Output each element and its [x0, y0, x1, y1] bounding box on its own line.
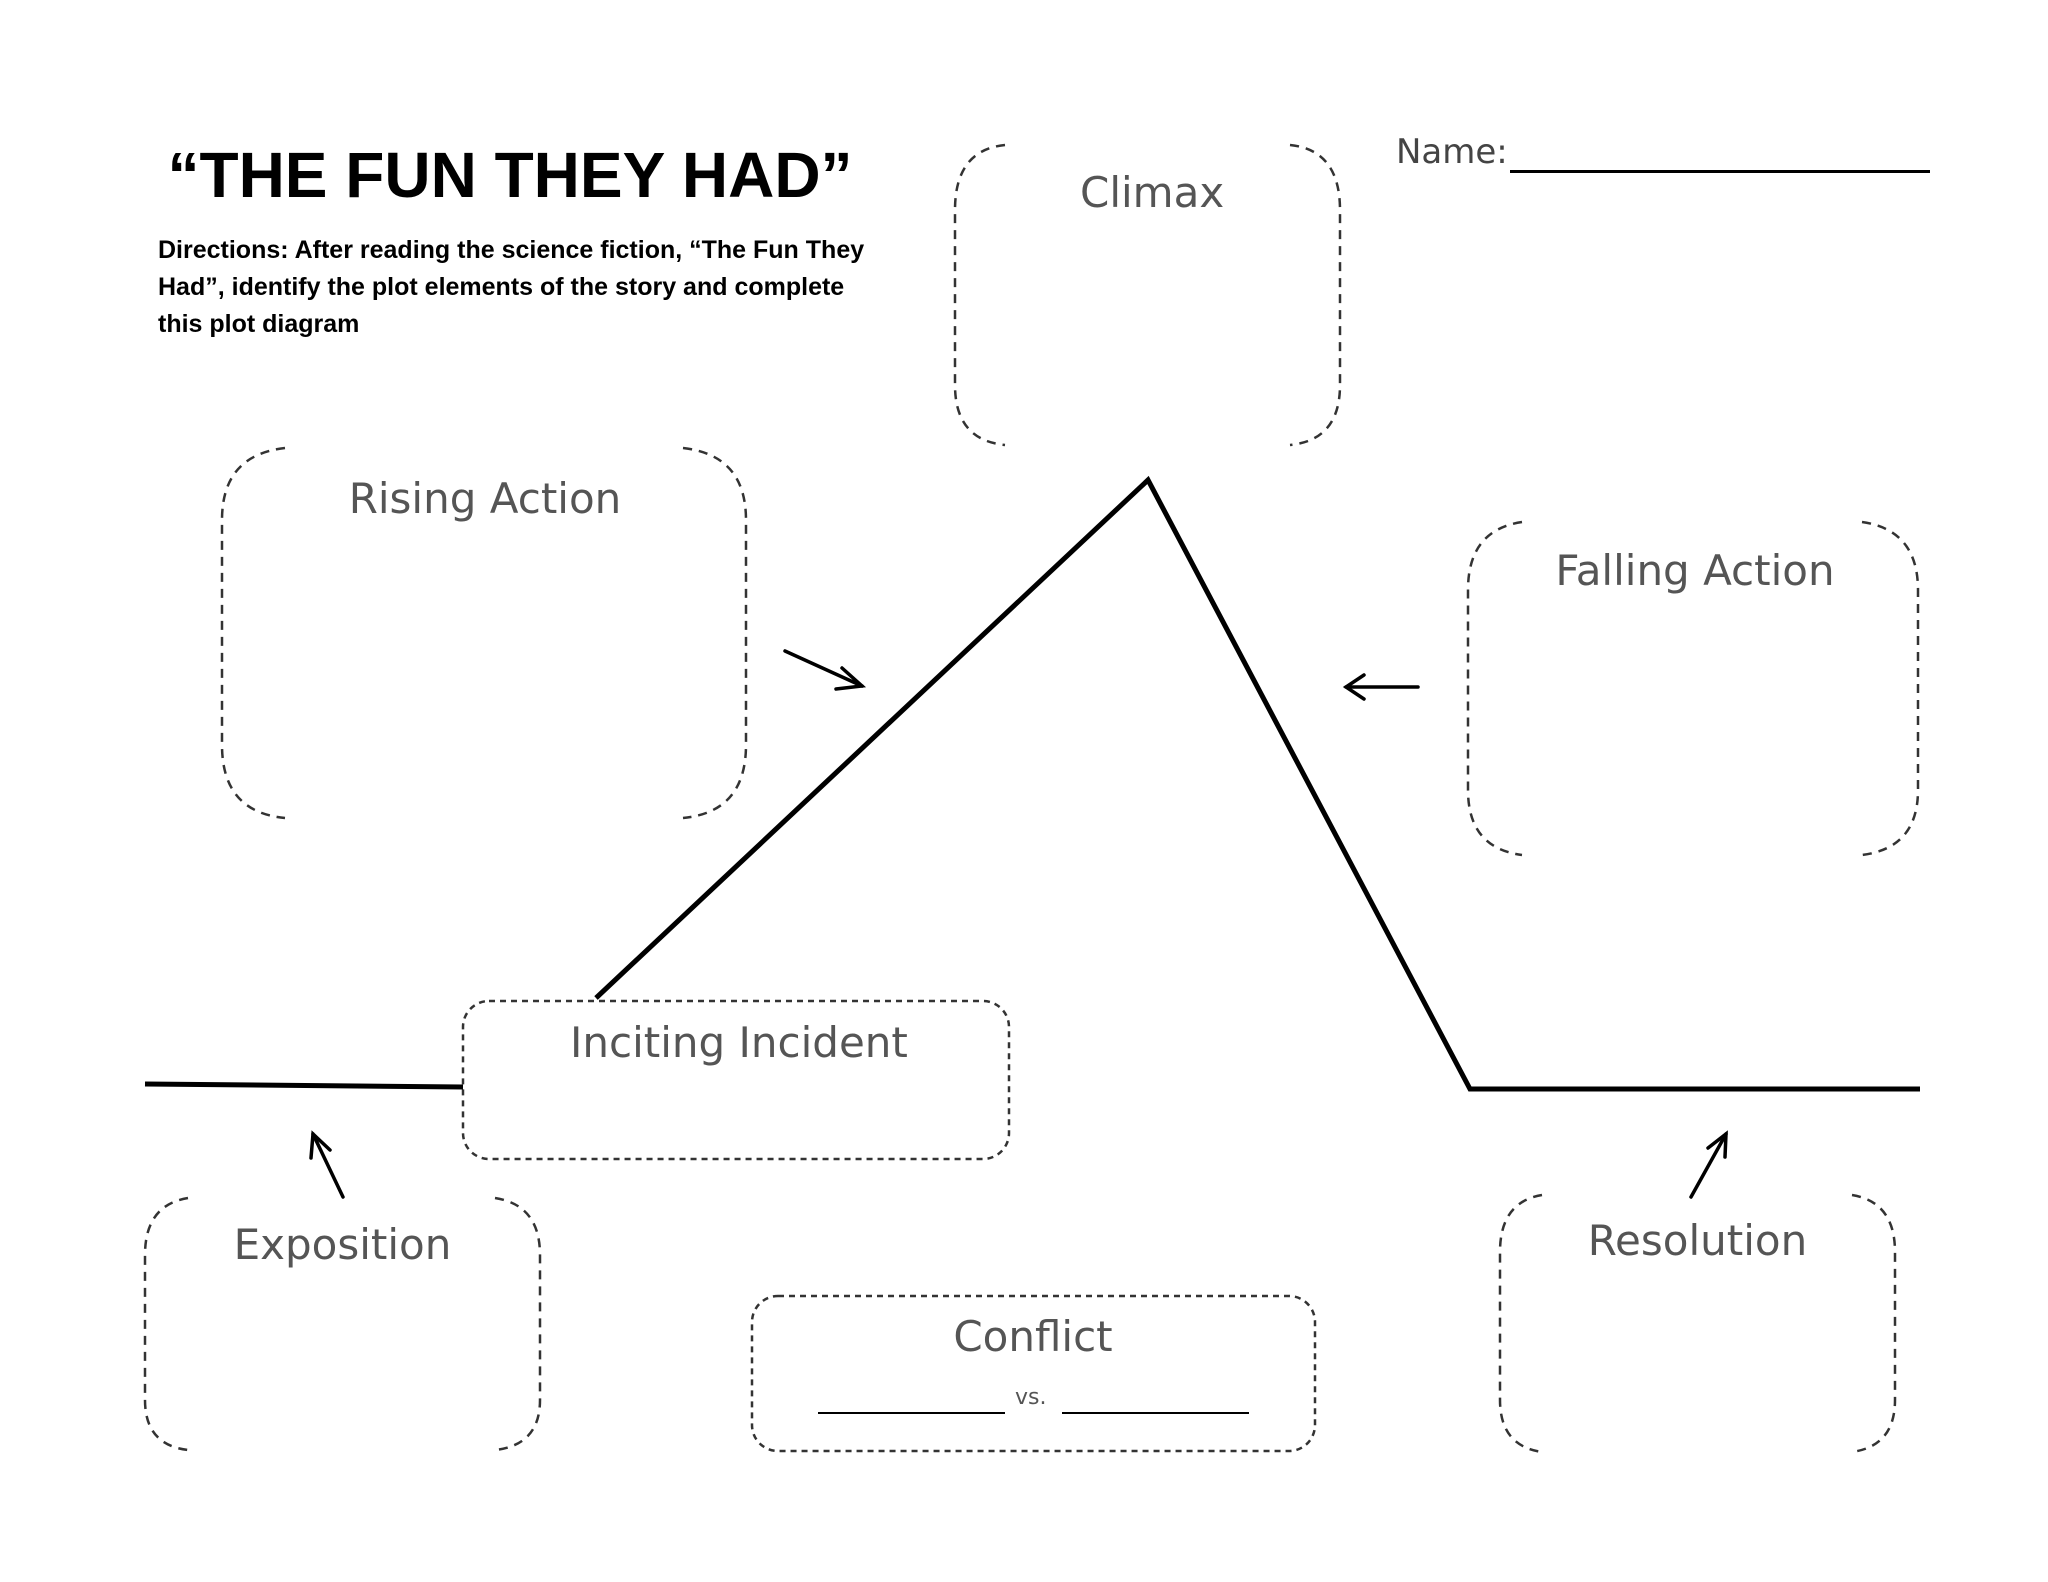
- conflict-vs-label: vs.: [1015, 1385, 1047, 1410]
- directions-text: Directions: After reading the science fi…: [158, 236, 865, 338]
- name-label: Name:: [1396, 132, 1508, 172]
- name-blank[interactable]: [1510, 170, 1930, 173]
- plot-line: [144, 1081, 464, 1090]
- exposition-label: Exposition: [233, 1220, 452, 1269]
- worksheet-title: “THE FUN THEY HAD”: [167, 139, 853, 211]
- conflict-box: [750, 1294, 1317, 1453]
- falling-action-label: Falling Action: [1555, 546, 1835, 595]
- climax-box: [953, 143, 1342, 447]
- inciting-incident-label: Inciting Incident: [570, 1018, 908, 1067]
- arrow-to-falling-action: [1342, 673, 1420, 701]
- inciting-incident-box: [461, 999, 1011, 1161]
- arrow-to-resolution: [1689, 1130, 1728, 1199]
- climax-label: Climax: [1080, 168, 1225, 217]
- arrow-to-rising-action: [783, 649, 867, 691]
- plot-mountain: [594, 475, 1920, 1092]
- rising-action-label: Rising Action: [348, 474, 622, 523]
- falling-action-box: [1466, 520, 1920, 857]
- rising-action-box: [220, 446, 748, 820]
- resolution-box: [1498, 1193, 1897, 1454]
- exposition-box: [143, 1196, 542, 1452]
- arrow-to-exposition: [309, 1130, 345, 1199]
- conflict-label: Conflict: [953, 1312, 1113, 1361]
- resolution-label: Resolution: [1587, 1216, 1808, 1265]
